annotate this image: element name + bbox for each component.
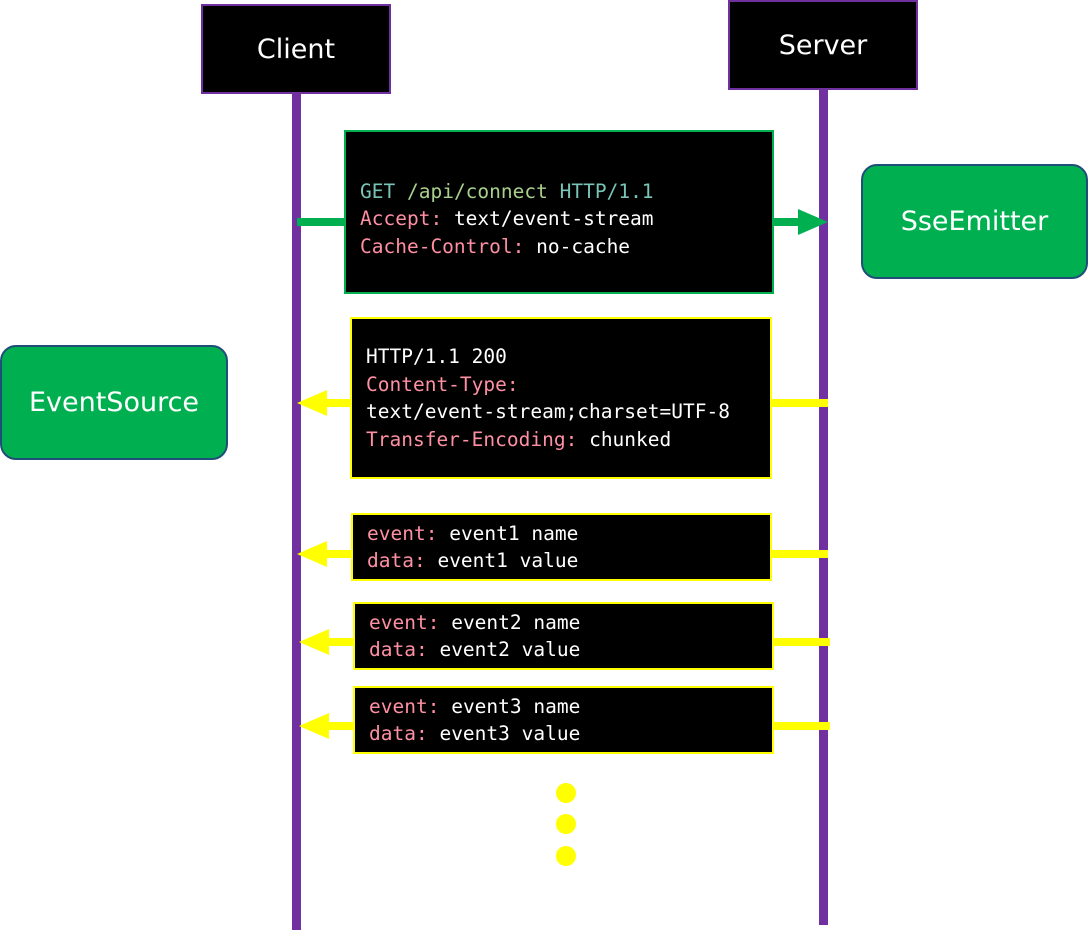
data-value: event1 value — [437, 549, 579, 572]
data-key: data: — [369, 638, 428, 661]
header-value: text/event-stream — [453, 207, 654, 231]
response-transfer-encoding: Transfer-Encoding: chunked — [366, 426, 770, 454]
data-value: event3 value — [439, 722, 581, 745]
request-protocol: HTTP/1.1 — [559, 179, 654, 203]
event2-arrow-tail — [772, 638, 830, 646]
event2-arrow-shaft — [328, 638, 355, 646]
data-key: data: — [367, 549, 426, 572]
response-status-line: HTTP/1.1 200 — [366, 345, 507, 368]
header-key: Cache-Control: — [360, 234, 525, 258]
continuation-dot — [556, 814, 576, 834]
event3-arrow-tail — [772, 722, 830, 730]
server-api-label: SseEmitter — [900, 206, 1049, 237]
event-key: event: — [367, 521, 438, 545]
request-arrow-shaft — [772, 218, 800, 226]
event2-data-line: data: event2 value — [369, 636, 772, 664]
client-api-label: EventSource — [28, 387, 200, 418]
event1-data-line: data: event1 value — [367, 547, 770, 575]
header-key: Accept: — [360, 207, 443, 231]
http-response-box: HTTP/1.1 200 Content-Type: text/event-st… — [350, 317, 772, 479]
request-arrow-tail — [297, 218, 347, 226]
client-api-node: EventSource — [0, 345, 228, 460]
request-header-accept: Accept: text/event-stream — [360, 205, 772, 233]
event1-box: event: event1 name data: event1 value — [351, 513, 772, 581]
continuation-dot — [556, 846, 576, 866]
response-content-type-key: Content-Type: — [366, 372, 519, 396]
request-path: /api/connect — [406, 179, 548, 203]
event2-name-line: event: event2 name — [369, 609, 772, 637]
data-value: event2 value — [439, 638, 581, 661]
event-key: event: — [369, 610, 440, 634]
event3-name-line: event: event3 name — [369, 693, 772, 721]
event3-box: event: event3 name data: event3 value — [353, 686, 774, 754]
event-key: event: — [369, 694, 440, 718]
http-request-box: GET /api/connect HTTP/1.1 Accept: text/e… — [344, 130, 774, 294]
event1-name-line: event: event1 name — [367, 520, 770, 548]
response-content-type-value: text/event-stream;charset=UTF-8 — [366, 400, 730, 423]
response-arrow-shaft — [326, 399, 352, 407]
event2-arrow-head — [299, 629, 329, 655]
client-lifeline — [292, 94, 301, 930]
event-value: event1 name — [449, 521, 579, 545]
event-value: event2 name — [451, 610, 581, 634]
request-method: GET — [360, 179, 396, 203]
event1-arrow-head — [297, 541, 327, 567]
event2-box: event: event2 name data: event2 value — [353, 602, 774, 670]
request-header-cache-control: Cache-Control: no-cache — [360, 233, 772, 261]
header-value: chunked — [589, 427, 672, 451]
server-actor: Server — [728, 0, 918, 90]
event1-arrow-tail — [769, 550, 828, 558]
data-key: data: — [369, 722, 428, 745]
client-actor: Client — [201, 4, 391, 94]
event-value: event3 name — [451, 694, 581, 718]
server-api-node: SseEmitter — [861, 164, 1088, 279]
header-value: no-cache — [536, 234, 631, 258]
event3-arrow-head — [299, 713, 329, 739]
client-actor-label: Client — [256, 33, 336, 65]
continuation-dot — [556, 783, 576, 803]
header-key: Transfer-Encoding: — [366, 427, 578, 451]
request-arrow-head — [798, 209, 828, 235]
event3-data-line: data: event3 value — [369, 720, 772, 748]
event1-arrow-shaft — [326, 550, 353, 558]
event3-arrow-shaft — [328, 722, 355, 730]
server-actor-label: Server — [778, 29, 868, 61]
server-lifeline — [819, 90, 828, 925]
response-arrow-head — [297, 390, 327, 416]
request-line: GET /api/connect HTTP/1.1 — [360, 178, 772, 206]
response-arrow-tail — [770, 399, 828, 407]
